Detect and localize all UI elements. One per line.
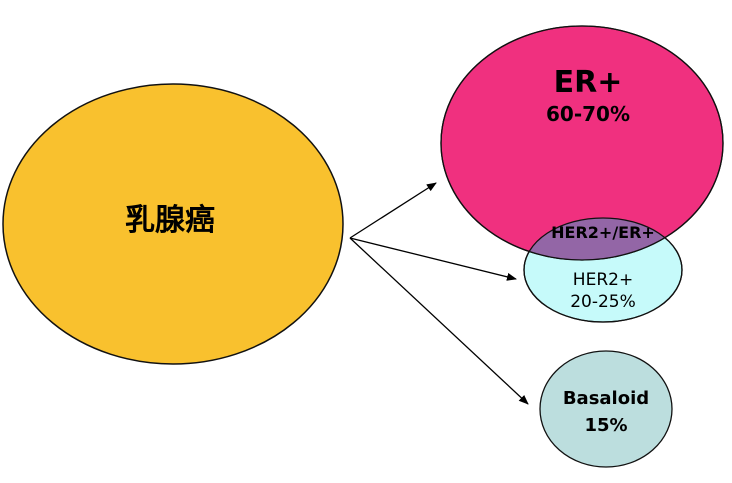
basaloid-percent: 15% bbox=[584, 415, 627, 436]
basaloid-circle bbox=[539, 350, 673, 468]
er-plus-circle-outline bbox=[440, 25, 724, 261]
her2-percent: 20-25% bbox=[570, 292, 636, 312]
her2-title: HER2+ bbox=[573, 270, 633, 290]
arrow-to-er-plus bbox=[349, 182, 437, 239]
her2-er-overlap-label: HER2+/ER+ bbox=[551, 223, 655, 242]
arrow-to-her2 bbox=[349, 237, 517, 281]
breast-cancer-label: 乳腺癌 bbox=[125, 203, 215, 238]
er-plus-percent: 60-70% bbox=[546, 102, 630, 126]
breast-cancer-circle bbox=[2, 83, 344, 365]
arrow-to-basaloid bbox=[349, 237, 529, 405]
her2-circle-outline bbox=[523, 217, 683, 323]
er-plus-title: ER+ bbox=[554, 65, 623, 100]
basaloid-title: Basaloid bbox=[563, 388, 649, 409]
